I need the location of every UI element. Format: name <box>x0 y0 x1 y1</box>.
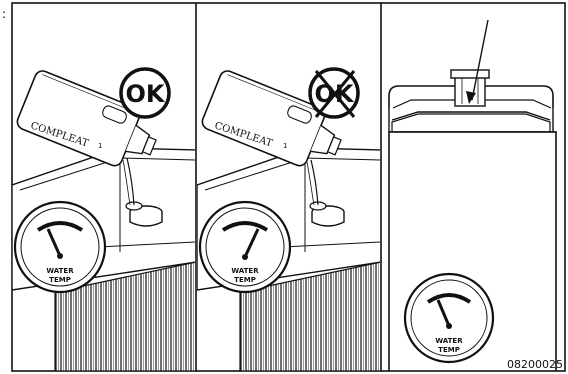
gauge-label-line2: TEMP <box>438 346 460 354</box>
gauge-label-line1: WATER <box>435 337 463 345</box>
water-temp-gauge: WATER TEMP <box>200 202 290 292</box>
ok-badge: OK <box>121 69 169 117</box>
jug-number: 1 <box>98 142 102 150</box>
ok-badge-text: OK <box>126 80 166 108</box>
panel-2: COMPLEAT 1 OK WATER TEMP <box>197 69 381 371</box>
water-temp-gauge: WATER TEMP <box>15 202 105 292</box>
water-temp-gauge: WATER TEMP <box>405 274 493 362</box>
corner-mark: : <box>2 7 6 21</box>
figure-code: 08200025 <box>507 358 563 371</box>
jug-number: 1 <box>283 142 287 150</box>
gauge-label-line2: TEMP <box>234 276 256 284</box>
gauge-label-line1: WATER <box>231 267 259 275</box>
panel-1: COMPLEAT 1 OK WATER TEMP <box>12 69 196 371</box>
panel-3: WATER TEMP <box>389 20 556 371</box>
not-ok-badge: OK <box>310 69 358 117</box>
gauge-label-line2: TEMP <box>49 276 71 284</box>
gauge-label-line1: WATER <box>46 267 74 275</box>
